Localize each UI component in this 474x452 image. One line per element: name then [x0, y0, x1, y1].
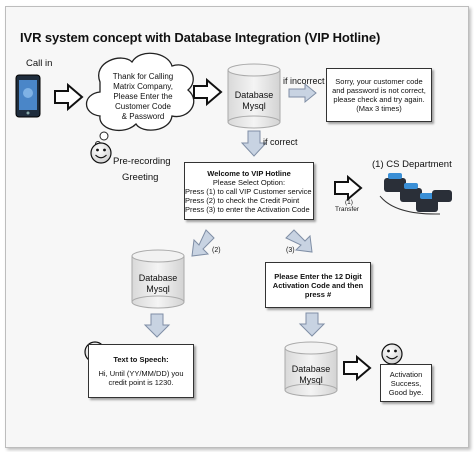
cs-department-label: (1) CS Department [372, 159, 452, 170]
branch-3-label: (3) [286, 247, 295, 254]
if-incorrect-label: if incorrect [283, 76, 325, 86]
incorrect-line: please check and try again. [333, 95, 425, 104]
arrow-activation-to-db [298, 312, 326, 337]
tts-heading: Text to Speech: [113, 355, 169, 364]
arrow-option-2 [191, 229, 215, 257]
menu-option: Press (1) to call VIP Customer service [185, 186, 312, 196]
smiley-icon [90, 142, 112, 164]
incorrect-line: Sorry, your customer code [335, 77, 423, 86]
greeting-line: & Password [121, 112, 165, 121]
telephone-set-icon [379, 173, 452, 215]
db-engine: Mysql [242, 101, 266, 111]
incorrect-line: (Max 3 times) [356, 104, 402, 113]
menu-subheading: Please Select Option: [212, 177, 286, 187]
phone-icon [15, 74, 41, 118]
db-top-label: Database Mysql [228, 90, 280, 112]
call-in-label: Call in [26, 58, 53, 69]
greeting-cloud [85, 52, 195, 132]
arrow-transfer [334, 174, 363, 202]
greeting-label: Greeting [122, 172, 159, 183]
smiley-icon [381, 343, 403, 365]
db-name: Database [138, 273, 178, 283]
greeting-text: Thank for Calling Matrix Company, Please… [102, 72, 184, 122]
activation-line: Please Enter the 12 Digit [274, 271, 362, 281]
db-name: Database [234, 90, 274, 100]
vip-menu-box: Welcome to VIP Hotline Please Select Opt… [184, 162, 314, 220]
db-engine: Mysql [146, 284, 170, 294]
menu-option: Press (3) to enter the Activation Code [185, 204, 310, 214]
incorrect-line: and password is not correct, [332, 86, 426, 95]
db-middle-label: Database Mysql [132, 273, 184, 295]
activation-code-box: Please Enter the 12 Digit Activation Cod… [265, 262, 371, 308]
greeting-line: Thank for Calling [112, 72, 174, 81]
success-line: Good bye. [388, 387, 424, 397]
arrow-db-to-tts [143, 313, 171, 338]
activation-line: press # [304, 289, 332, 299]
diagram-title: IVR system concept with Database Integra… [20, 30, 381, 45]
transfer-option: (1) [345, 199, 353, 206]
activation-line: Activation Code and then [272, 280, 364, 290]
cloud-bubble [99, 131, 109, 141]
db-engine: Mysql [299, 375, 323, 385]
database-cylinder-bottom [284, 341, 338, 397]
branch-2-label: (2) [212, 247, 221, 254]
database-cylinder-middle [131, 249, 185, 309]
arrow-if-correct [240, 130, 268, 157]
arrow-db-to-success [343, 354, 372, 382]
db-name: Database [291, 364, 331, 374]
success-line: Activation [389, 369, 423, 379]
greeting-line: Customer Code [114, 102, 172, 111]
activation-success-box: Activation Success, Good bye. [380, 364, 432, 402]
menu-heading: Welcome to VIP Hotline [207, 168, 291, 178]
greeting-line: Please Enter the [113, 92, 173, 101]
arrow-call-to-greeting [54, 82, 84, 112]
transfer-label: (1) Transfer [335, 199, 361, 213]
pre-recording-label: Pre-recording [113, 156, 171, 167]
transfer-text: Transfer [335, 206, 359, 213]
arrow-option-3 [285, 229, 313, 253]
text-to-speech-box: Text to Speech: Hi, Until (YY/MM/DD) you… [88, 344, 194, 398]
arrow-greeting-to-db [193, 77, 223, 107]
if-correct-label: if correct [263, 137, 298, 147]
incorrect-message-box: Sorry, your customer code and password i… [326, 68, 432, 122]
tts-line: credit point is 1230. [108, 378, 174, 387]
greeting-line: Matrix Company, [113, 82, 173, 91]
tts-line: Hi, Until (YY/MM/DD) you [98, 369, 184, 378]
menu-option: Press (2) to check the Credit Point [185, 195, 300, 205]
database-cylinder-top [227, 63, 281, 129]
arrow-if-incorrect [288, 82, 317, 104]
success-line: Success, [390, 378, 422, 388]
db-bottom-label: Database Mysql [285, 364, 337, 386]
